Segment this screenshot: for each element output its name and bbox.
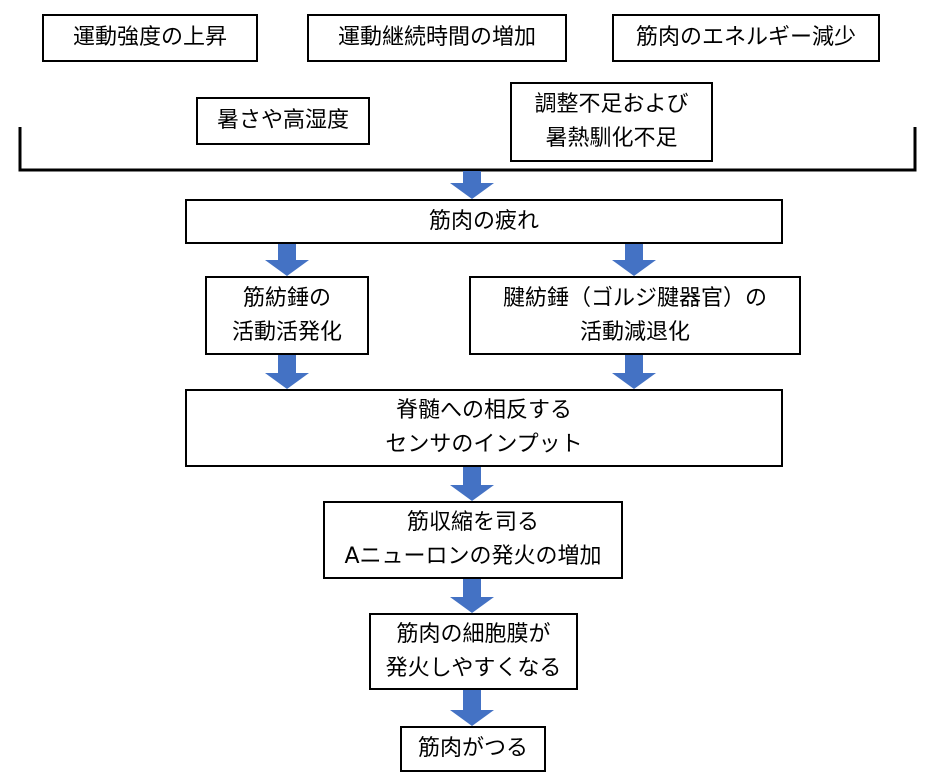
cell-membrane-box: 筋肉の細胞膜が 発火しやすくなる: [369, 613, 578, 690]
neuron-firing-box: 筋収縮を司る Aニューロンの発火の増加: [323, 501, 623, 579]
grouping-brace: [18, 127, 917, 172]
spinal-input-box: 脊髄への相反する センサのインプット: [185, 389, 783, 467]
cause-exercise-intensity: 運動強度の上昇: [42, 14, 258, 62]
arrow-to-golgi: [612, 244, 656, 276]
muscle-spindle-box: 筋紡錘の 活動活発化: [205, 276, 369, 355]
arrow-to-cramp: [450, 690, 494, 726]
muscle-cramp-box: 筋肉がつる: [400, 726, 546, 772]
muscle-fatigue-box: 筋肉の疲れ: [185, 199, 783, 244]
cause-conditioning: 調整不足および 暑熱馴化不足: [510, 82, 713, 162]
arrow-to-neuron: [450, 467, 494, 501]
golgi-tendon-box: 腱紡錘（ゴルジ腱器官）の 活動減退化: [469, 276, 801, 355]
arrow-to-spindle: [265, 244, 309, 276]
cause-heat-humidity: 暑さや高湿度: [196, 97, 370, 145]
arrow-from-spindle: [265, 355, 309, 389]
cause-exercise-duration: 運動継続時間の増加: [307, 14, 567, 62]
arrow-to-membrane: [450, 579, 494, 613]
arrow-from-golgi: [612, 355, 656, 389]
cause-muscle-energy: 筋肉のエネルギー減少: [612, 14, 880, 62]
arrow-to-fatigue: [450, 171, 494, 199]
